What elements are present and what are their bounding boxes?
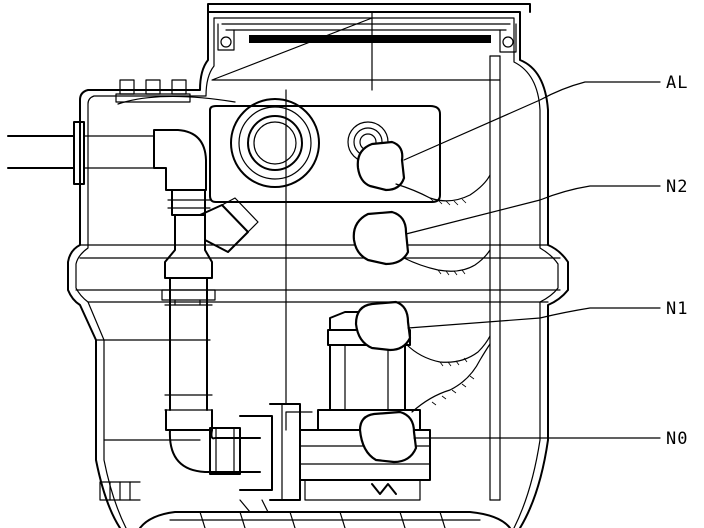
float-switch-n0	[358, 343, 491, 464]
tank-lid	[207, 3, 531, 91]
label-n2: N2	[666, 177, 688, 197]
label-al: AL	[666, 73, 688, 93]
guide-rods	[285, 55, 501, 501]
label-n0: N0	[666, 429, 688, 449]
leader-lines	[403, 81, 661, 439]
float-switch-n1	[354, 300, 491, 367]
inlet-pipe	[7, 121, 207, 191]
tank-shell	[67, 11, 569, 528]
discharge-pipe	[99, 189, 261, 501]
label-n1: N1	[666, 299, 688, 319]
float-switch-n2	[352, 210, 491, 276]
float-switch-al	[356, 140, 491, 206]
vent-bolts	[115, 79, 236, 105]
inlet-housing	[209, 98, 441, 203]
